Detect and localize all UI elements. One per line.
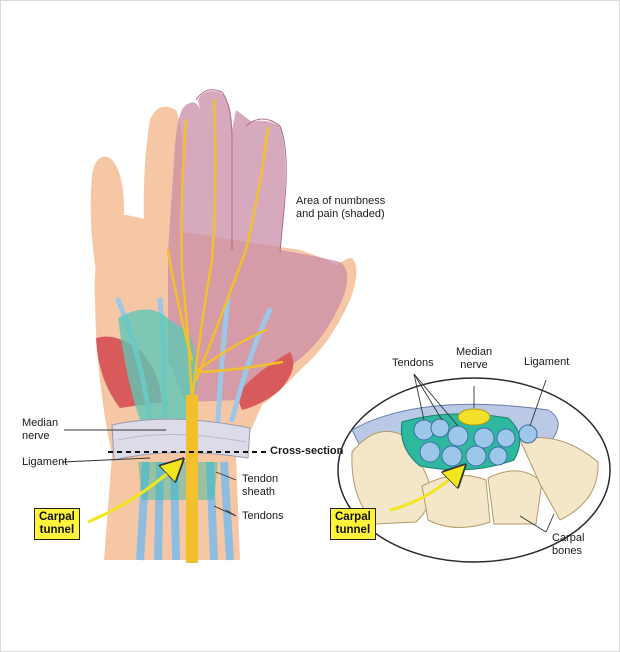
numbness-area-label: Area of numbness and pain (shaded) [296,195,386,220]
ligament-label: Ligament [22,456,68,468]
tendon-sheath-label: Tendon sheath [242,473,279,498]
carpal-bones-label: Carpal bones [552,532,585,557]
ligament-label: Ligament [524,356,570,368]
carpal-tunnel-arrow-left [87,462,180,524]
tendons-label: Tendons [392,357,434,369]
carpal-tunnel-callout: Carpal tunnel [34,508,80,540]
carpal-tunnel-arrow-right [389,468,462,512]
tendons-label: Tendons [242,510,284,522]
little-finger [90,156,124,272]
cross-section-label: Cross-section [270,445,344,457]
numbness-shaded-area [168,91,348,402]
median-nerve-label: Median nerve [456,346,493,371]
left-leader-lines [61,429,237,517]
median-nerve-forearm [186,395,198,563]
palm-sheath [118,309,198,420]
carpal-tunnel-callout: Carpal tunnel [330,508,376,540]
median-nerve-oval [457,408,491,426]
tendon-circles [413,418,538,467]
median-nerve-label: Median nerve [22,417,59,442]
ligament-band [111,418,251,461]
median-nerve-branches [166,98,284,402]
hand-drawing [90,89,357,563]
index-finger [245,118,287,253]
middle-finger [195,89,233,250]
forearm-sheath [138,462,218,500]
right-leader-lines [413,373,555,533]
thenar-muscle [236,352,294,410]
cross-section-drawing [337,373,611,563]
